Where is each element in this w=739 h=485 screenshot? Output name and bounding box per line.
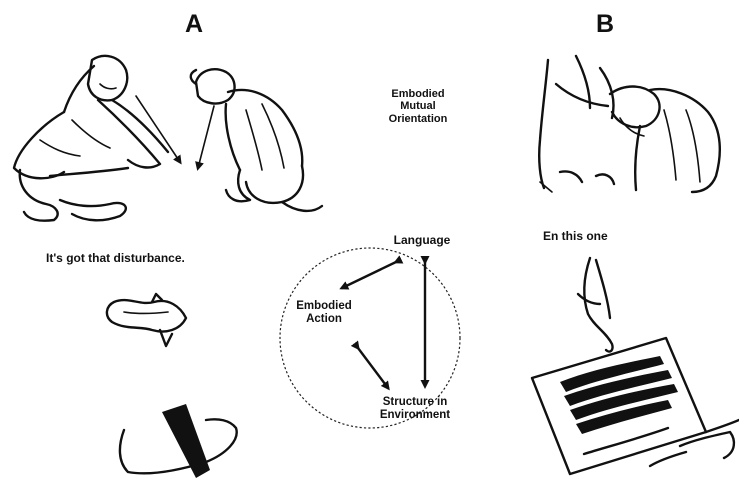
sketch-crossed-lines-drawing xyxy=(120,404,237,478)
arrow-language-to-action xyxy=(342,262,396,288)
right-quote-caption: En this one xyxy=(543,229,608,243)
panel-a-crouching-figures-drawing xyxy=(14,56,322,221)
sketch-shape-drawing xyxy=(107,294,186,346)
arrow-action-to-structure xyxy=(358,348,388,388)
left-quote-caption: It's got that disturbance. xyxy=(46,251,185,265)
panel-b-label: B xyxy=(596,10,614,39)
language-node-label: Language xyxy=(377,234,467,247)
panel-b-figures-drawing xyxy=(539,56,720,192)
structure-environment-node-label: Structure in Environment xyxy=(360,396,470,422)
panel-b-hand-map-drawing xyxy=(532,258,739,474)
embodied-mutual-orientation-label: Embodied Mutual Orientation xyxy=(370,88,466,125)
panel-a-label: A xyxy=(185,10,203,39)
embodied-action-node-label: Embodied Action xyxy=(286,300,362,326)
